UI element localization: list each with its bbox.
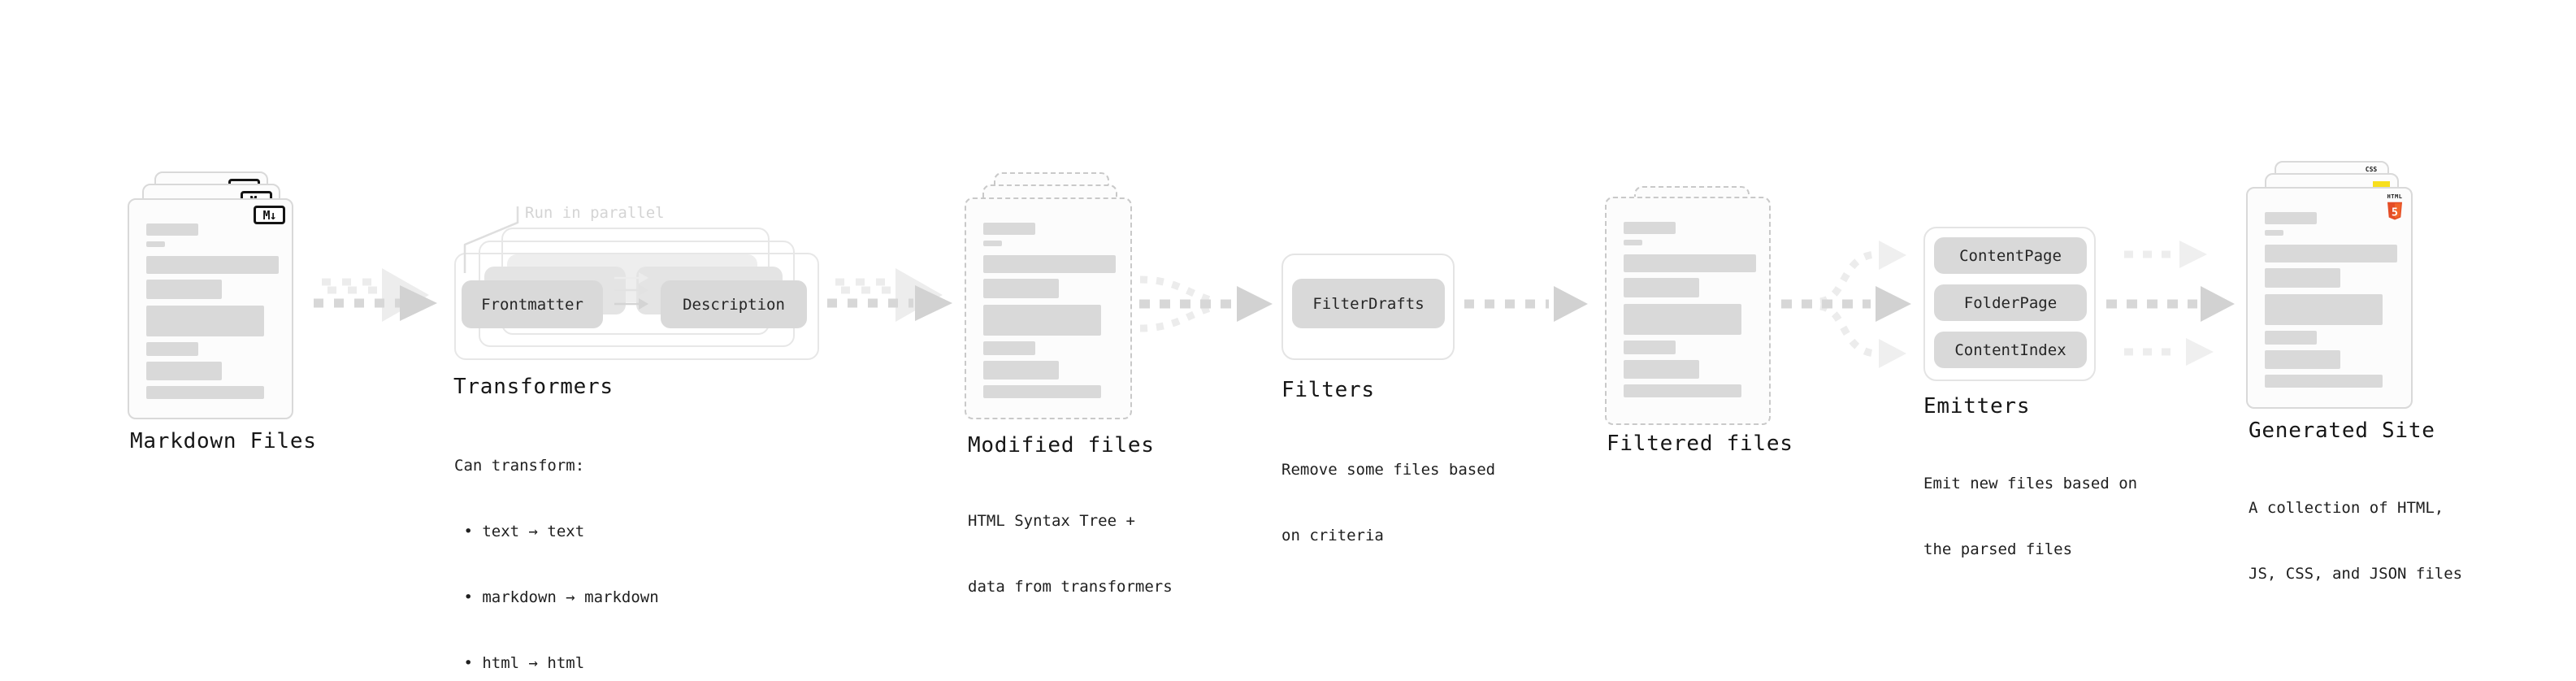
arrow-filters-to-filtered <box>1464 286 1588 322</box>
skeleton-bar <box>146 241 165 247</box>
skeleton-bar <box>1624 360 1699 379</box>
skeleton-bar <box>146 362 222 380</box>
skeleton-bar <box>146 280 222 299</box>
desc-line: Can transform: <box>454 457 585 475</box>
transformers-container-front <box>454 253 819 360</box>
markdown-icon: M↓ <box>254 206 285 224</box>
generated-file-card-html: HTML 5 <box>2246 187 2413 409</box>
skeleton-bar <box>983 341 1035 355</box>
skeleton-bar <box>983 241 1002 246</box>
skeleton-bar <box>983 385 1101 398</box>
desc-line: A collection of HTML, <box>2249 499 2444 517</box>
skeleton-bar <box>983 255 1116 273</box>
transformers-description: Can transform: • text → text • markdown … <box>454 411 659 681</box>
skeleton-bar <box>2265 245 2397 262</box>
desc-line: • html → html <box>454 654 585 672</box>
transformer-pill-frontmatter: Frontmatter <box>462 280 603 328</box>
skeleton-bar <box>1624 254 1756 272</box>
stage-title-generated-site: Generated Site <box>2249 419 2435 443</box>
skeleton-bar <box>146 223 198 236</box>
skeleton-bar <box>2265 268 2340 288</box>
desc-line: • markdown → markdown <box>454 588 659 606</box>
skeleton-bar <box>146 386 264 399</box>
stage-title-emitters: Emitters <box>1923 394 2031 419</box>
emitter-pill-folderpage: FolderPage <box>1934 284 2087 321</box>
desc-line: • text → text <box>454 523 585 540</box>
html5-shield: 5 <box>2387 202 2402 220</box>
arrows-emitters-to-generated <box>2106 241 2235 366</box>
modified-file-card-front <box>965 197 1132 419</box>
desc-line: Emit new files based on <box>1923 475 2138 492</box>
skeleton-bar <box>1624 340 1676 354</box>
skeleton-bar <box>2265 350 2340 369</box>
desc-line: the parsed files <box>1923 540 2073 558</box>
skeleton-bar <box>1624 384 1741 397</box>
skeleton-bar <box>983 361 1059 380</box>
stage-title-markdown-files: Markdown Files <box>130 429 317 453</box>
stage-title-filtered-files: Filtered files <box>1607 432 1793 456</box>
skeleton-bar <box>1624 304 1741 335</box>
stage-title-transformers: Transformers <box>453 375 614 399</box>
skeleton-bar <box>1624 222 1676 234</box>
html5-icon-five: 5 <box>2392 206 2398 219</box>
filters-description: Remove some files based on criteria <box>1281 415 1495 591</box>
markdown-file-card-front: M↓ <box>128 198 293 419</box>
html5-icon: HTML 5 <box>2384 193 2405 226</box>
filtered-file-card-front <box>1605 197 1771 425</box>
modified-files-description: HTML Syntax Tree + data from transformer… <box>968 466 1173 642</box>
skeleton-bar <box>983 305 1101 336</box>
desc-line: HTML Syntax Tree + <box>968 512 1135 530</box>
emitter-pill-contentpage: ContentPage <box>1934 237 2087 274</box>
skeleton-bar <box>983 223 1035 235</box>
arrow-transformers-to-modified <box>827 268 952 322</box>
skeleton-bar <box>2265 294 2383 325</box>
skeleton-bar <box>2265 375 2383 388</box>
run-in-parallel-label: Run in parallel <box>525 204 665 222</box>
emitters-description: Emit new files based on the parsed files <box>1923 429 2137 605</box>
skeleton-bar <box>1624 278 1699 297</box>
skeleton-bar <box>2265 212 2317 224</box>
css-icon-label: CSS <box>2365 166 2378 173</box>
transformer-pill-description: Description <box>661 280 807 328</box>
desc-line: on criteria <box>1281 527 1384 544</box>
emitter-pill-contentindex: ContentIndex <box>1934 332 2087 368</box>
desc-line: JS, CSS, and JSON files <box>2249 565 2463 583</box>
stage-title-filters: Filters <box>1281 378 1375 402</box>
arrow-fanout-filtered-to-emitters <box>1781 241 1911 368</box>
skeleton-bar <box>146 306 264 336</box>
generated-site-description: A collection of HTML, JS, CSS, and JSON … <box>2249 453 2462 629</box>
skeleton-bar <box>1624 240 1642 245</box>
skeleton-bar <box>2265 331 2317 345</box>
js-icon <box>2373 181 2390 189</box>
desc-line: data from transformers <box>968 578 1173 596</box>
arrow-fanin-modified-to-filters <box>1139 275 1273 332</box>
filter-pill-filterdrafts: FilterDrafts <box>1292 279 1445 328</box>
skeleton-bar <box>983 279 1059 298</box>
stage-title-modified-files: Modified files <box>968 433 1155 458</box>
skeleton-bar <box>146 342 198 356</box>
desc-line: Remove some files based <box>1281 461 1496 479</box>
skeleton-bar <box>146 256 279 274</box>
skeleton-bar <box>2265 230 2283 236</box>
arrow-markdown-to-transformers <box>314 268 437 322</box>
html5-icon-label: HTML <box>2387 193 2403 200</box>
